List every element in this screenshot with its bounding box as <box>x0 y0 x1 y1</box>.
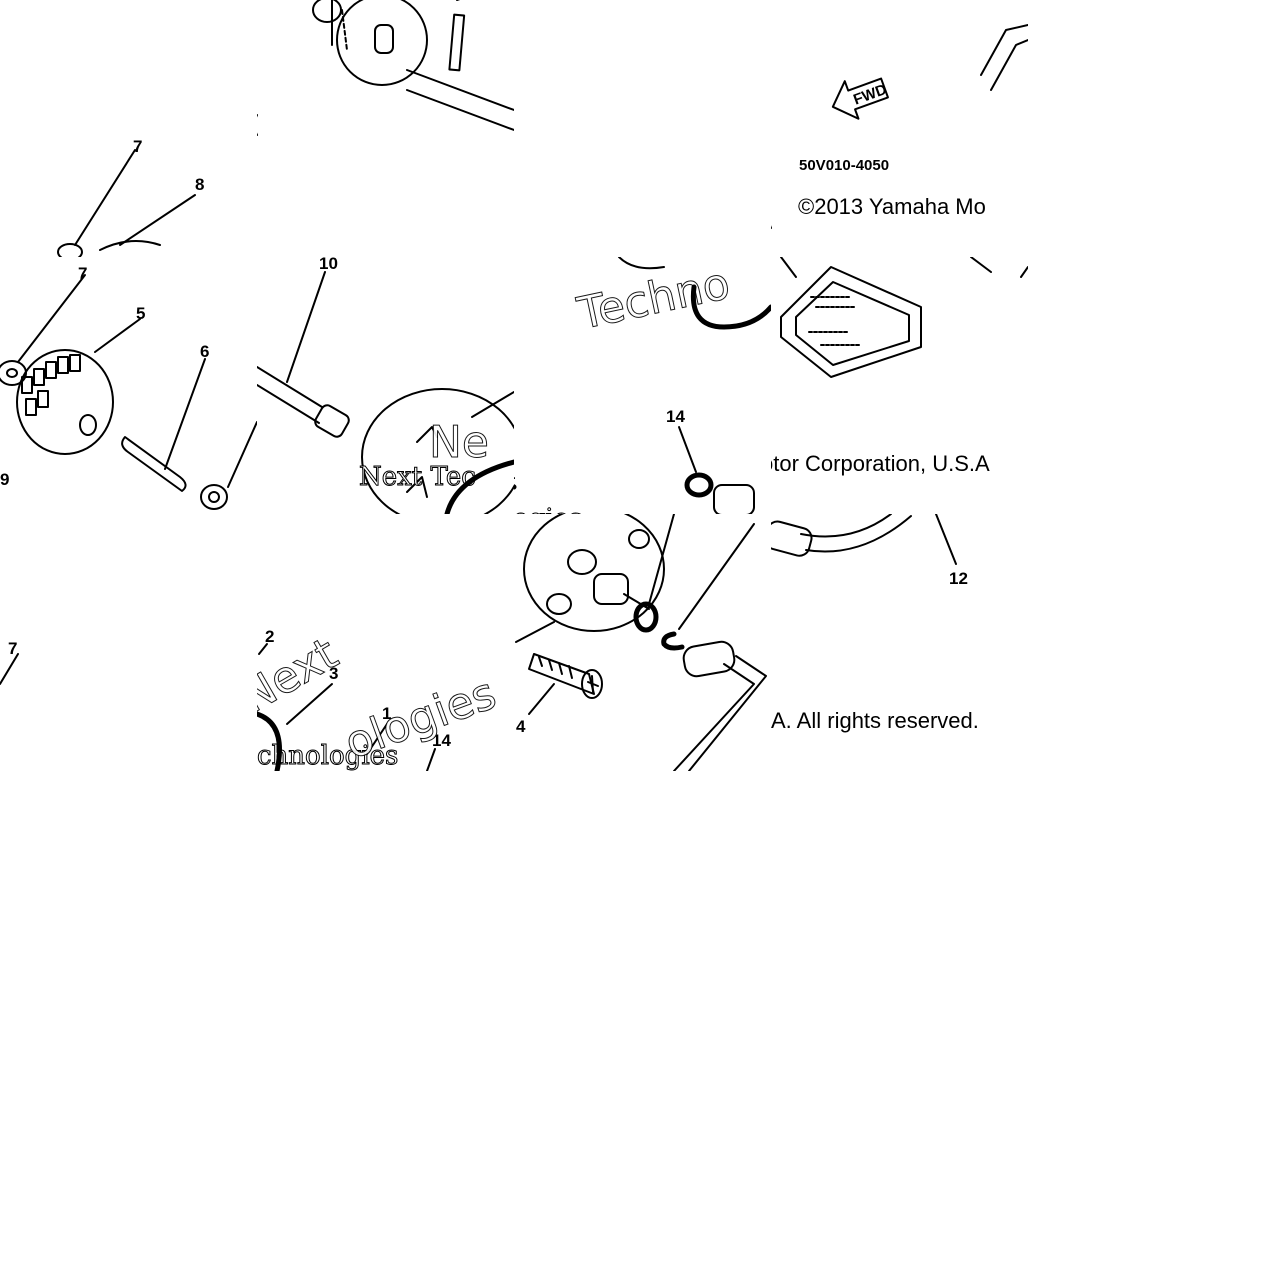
copyright-line-1: ©2013 Yamaha Mo <box>798 194 986 219</box>
diagram-tile-r1c3: otor Corporation, U.S.A <box>771 257 1028 514</box>
diagram-tile-r2c3: 12 15 A. All rights reserved. <box>771 514 1028 771</box>
diagram-tile-r0c0: 7 8 <box>0 0 257 257</box>
diagram-tile-r1c1: 10 Next Tec Ne <box>257 257 514 514</box>
callout-1-bottom: 1 <box>382 704 391 723</box>
watermark-fragment-7: Ne <box>429 417 489 468</box>
callout-7-top: 7 <box>133 137 142 156</box>
callout-14-a: 14 <box>666 407 685 426</box>
callout-1-mid: 1 <box>514 464 515 483</box>
copyright-line-3: A. All rights reserved. <box>771 708 979 733</box>
diagram-tile-r0c3: FWD 50V010-4050 ©2013 Yamaha Mo <box>771 0 1028 257</box>
watermark-fragment-6: ologies <box>338 668 502 769</box>
callout-8: 8 <box>195 175 204 194</box>
callout-7-bottom: 7 <box>8 639 17 658</box>
diagram-tile-r2c2: 4 13 <box>514 514 771 771</box>
callout-7-mid: 7 <box>78 264 87 283</box>
callout-4: 4 <box>516 717 526 736</box>
callout-12: 12 <box>949 569 968 588</box>
gasket-icon <box>780 266 922 378</box>
diagram-tile-r1c4 <box>1028 257 1285 514</box>
diagram-tile-r0c2 <box>514 0 771 257</box>
watermark-fragment-2: Next Tec <box>359 462 476 492</box>
diagram-tile-r2c1: 2 3 1 14 Next chnologies ologies <box>257 514 514 771</box>
diagram-tile-r0c4 <box>1028 0 1285 257</box>
diagram-tile-r2c0: 7 <box>0 514 257 771</box>
callout-5: 5 <box>136 304 145 323</box>
watermark-fragment-3: ologies <box>514 504 582 514</box>
callout-3: 3 <box>329 664 338 683</box>
screw-icon <box>528 653 603 699</box>
diagram-tile-r0c1 <box>257 0 514 257</box>
callout-9: 9 <box>0 470 9 489</box>
diagram-tile-r1c2: Techno 14 ologies 1 <box>514 257 771 514</box>
callout-2: 2 <box>265 627 274 646</box>
part-code: 50V010-4050 <box>799 157 889 174</box>
copyright-line-2: otor Corporation, U.S.A <box>771 451 990 476</box>
callout-10: 10 <box>319 257 338 273</box>
diagram-tile-r1c0: 7 5 6 9 <box>0 257 257 514</box>
diagram-tile-r2c4 <box>1028 514 1285 771</box>
callout-6: 6 <box>200 342 209 361</box>
watermark-fragment-1: Techno <box>573 258 735 340</box>
callout-14-b: 14 <box>432 731 451 750</box>
fwd-arrow-icon: FWD <box>831 77 889 120</box>
